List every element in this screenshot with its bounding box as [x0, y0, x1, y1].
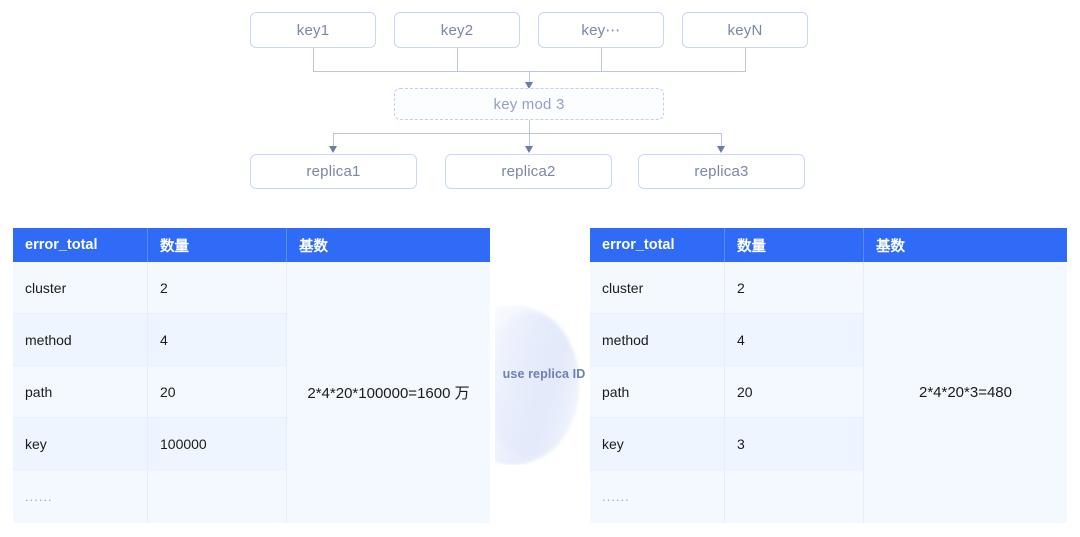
right-table-column-header: 数量 [725, 228, 864, 262]
connector-replica1-drop [333, 133, 334, 147]
row-count-cell: 20 [148, 366, 287, 417]
row-name-cell: cluster [13, 262, 148, 313]
connector-replica3-drop [721, 133, 722, 147]
row-count-cell: 20 [725, 366, 864, 417]
key-node-3[interactable]: key⋯ [538, 12, 664, 48]
left-table-column-header: error_total [13, 228, 148, 262]
row-count-cell: 2 [148, 262, 287, 313]
replica-node-3[interactable]: replica3 [638, 154, 805, 189]
key-node-label: key1 [296, 21, 330, 39]
lens-blob-highlight [495, 313, 579, 457]
replica-node-1[interactable]: replica1 [250, 154, 417, 189]
connector-bus-to-hash [529, 71, 530, 84]
arrowhead-to-hash [525, 82, 533, 89]
row-count-cell: 100000 [148, 418, 287, 469]
left-table-header: error_total 数量 基数 [13, 228, 490, 262]
right-table-column-header: 基数 [876, 238, 905, 255]
row-name-cell: path [13, 366, 148, 417]
right-cardinality-value: 2*4*20*3=480 [864, 262, 1067, 523]
row-name-cell: cluster [590, 262, 725, 313]
connector-replica-bus [333, 133, 722, 134]
row-count-cell: 4 [725, 314, 864, 365]
key-node-1[interactable]: key1 [250, 12, 376, 48]
transition-lens-graphic [495, 305, 595, 465]
connector-key2-drop [457, 48, 458, 72]
row-count-cell: 4 [148, 314, 287, 365]
key-node-label: key2 [440, 21, 474, 39]
right-table-header: error_total 数量 基数 [590, 228, 1067, 262]
left-cardinality-table: error_total 数量 基数 cluster 2 method 4 pat… [13, 228, 490, 523]
right-table-column-header: error_total [590, 228, 725, 262]
use-replica-id-label: use replica ID [502, 367, 586, 381]
connector-key3-drop [601, 48, 602, 72]
arrowhead-to-replica2 [525, 146, 533, 153]
replica-node-label: replica2 [501, 163, 556, 180]
connector-key1-drop [313, 48, 314, 72]
replica-node-label: replica3 [694, 163, 749, 180]
key-node-n[interactable]: keyN [682, 12, 808, 48]
row-name-cell: path [590, 366, 725, 417]
hash-function-node[interactable]: key mod 3 [394, 88, 664, 120]
row-count-cell [148, 470, 287, 523]
row-count-cell: 2 [725, 262, 864, 313]
row-name-cell: key [590, 418, 725, 469]
replica-node-2[interactable]: replica2 [445, 154, 612, 189]
key-node-2[interactable]: key2 [394, 12, 520, 48]
key-node-label: key⋯ [581, 22, 621, 39]
connector-hash-drop [529, 120, 530, 134]
key-node-label: keyN [727, 21, 763, 39]
hash-function-label: key mod 3 [493, 95, 565, 113]
arrowhead-to-replica3 [717, 146, 725, 153]
right-cardinality-table: error_total 数量 基数 cluster 2 method 4 pat… [590, 228, 1067, 523]
row-name-cell: ...... [590, 470, 725, 523]
arrowhead-to-replica1 [329, 146, 337, 153]
connector-replica2-drop [529, 133, 530, 147]
left-cardinality-value: 2*4*20*100000=1600 万 [287, 262, 490, 523]
replica-node-label: replica1 [306, 163, 361, 180]
row-name-cell: method [13, 314, 148, 365]
connector-keyn-drop [745, 48, 746, 72]
row-name-cell: ...... [13, 470, 148, 523]
row-name-cell: method [590, 314, 725, 365]
row-count-cell: 3 [725, 418, 864, 469]
left-table-column-header: 基数 [299, 238, 328, 255]
left-table-column-header: 数量 [148, 228, 287, 262]
row-name-cell: key [13, 418, 148, 469]
row-count-cell [725, 470, 864, 523]
